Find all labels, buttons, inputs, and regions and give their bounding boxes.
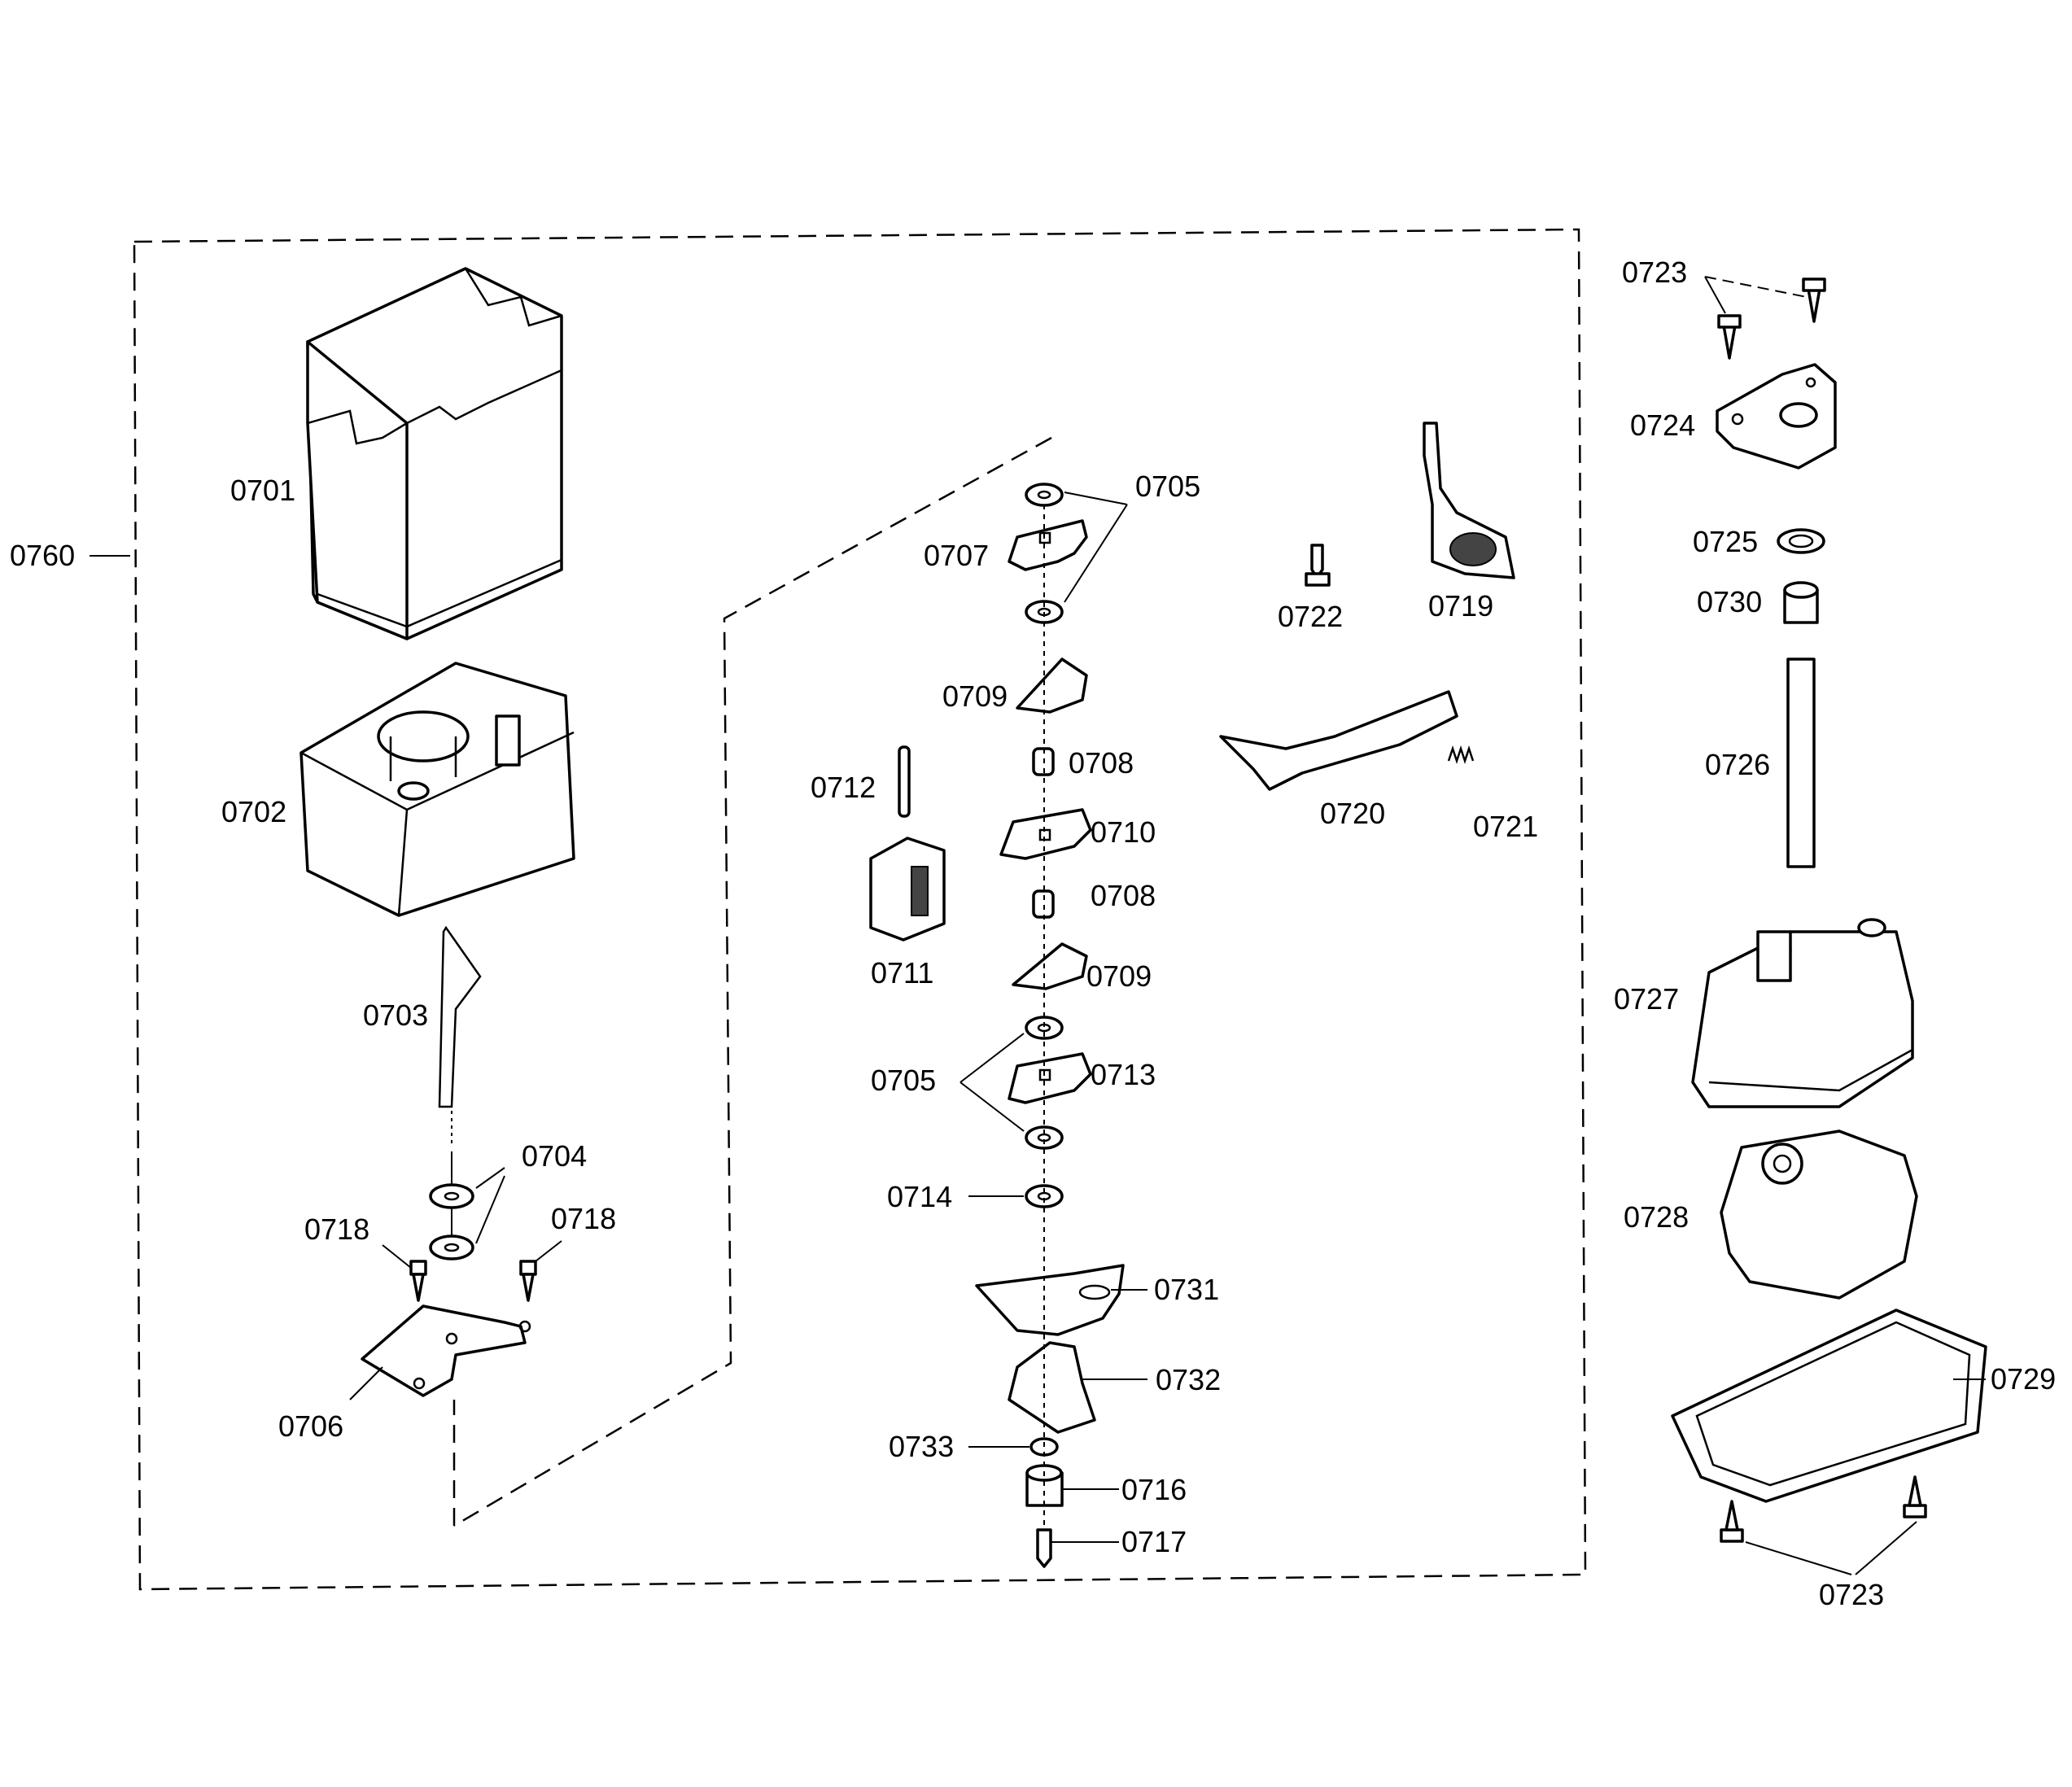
label-0702: 0702 [221, 795, 286, 828]
part-0724-bearing-plate [1716, 363, 1837, 470]
label-0706: 0706 [278, 1409, 343, 1443]
part-0728-motor [1720, 1129, 1918, 1300]
label-0725: 0725 [1693, 525, 1758, 558]
part-0721-spring [1447, 745, 1475, 764]
part-0704-washers [429, 1151, 505, 1261]
label-0710: 0710 [1091, 815, 1156, 849]
part-0708-spacer-b [1032, 889, 1055, 919]
part-0723-screws-bottom [1720, 1475, 1927, 1575]
label-0713: 0713 [1091, 1058, 1156, 1091]
label-0729: 0729 [1991, 1362, 2056, 1396]
part-0703-wire-arm [438, 925, 482, 1147]
part-0717-screw [1036, 1528, 1119, 1568]
label-0705-bottom: 0705 [871, 1064, 936, 1097]
label-0708-top: 0708 [1069, 746, 1134, 780]
label-0731: 0731 [1154, 1273, 1219, 1306]
part-0727-motor-housing [1691, 918, 1914, 1108]
label-0728: 0728 [1624, 1200, 1689, 1234]
label-0719: 0719 [1428, 589, 1493, 623]
label-0703: 0703 [363, 998, 428, 1032]
part-0709-cam-b [1012, 942, 1088, 990]
label-0723-top: 0723 [1622, 256, 1687, 289]
part-0714-washer [968, 1184, 1064, 1208]
label-0718-right: 0718 [551, 1202, 616, 1235]
label-0722: 0722 [1278, 600, 1343, 633]
label-0732: 0732 [1156, 1363, 1221, 1396]
part-0707-cam [1008, 519, 1088, 571]
part-0726-shaft [1786, 658, 1816, 868]
part-0710-cam [999, 808, 1092, 860]
part-0732-blade [1008, 1341, 1147, 1434]
label-0709-bottom: 0709 [1086, 959, 1152, 993]
part-0712-pin [898, 745, 911, 818]
label-0727: 0727 [1614, 982, 1679, 1016]
label-0712: 0712 [811, 771, 876, 804]
label-0733: 0733 [889, 1430, 954, 1463]
label-0717: 0717 [1121, 1525, 1187, 1558]
label-0711: 0711 [871, 956, 933, 990]
part-0701-bucket-cover [306, 267, 563, 640]
part-0722-screw [1305, 544, 1331, 587]
part-0702-ice-tray [299, 662, 575, 917]
part-0730-bushing [1783, 581, 1819, 624]
part-0706-bracket [349, 1304, 531, 1400]
label-0709-top: 0709 [942, 679, 1008, 713]
part-0719-arm [1423, 422, 1515, 579]
part-0729-gasket [1671, 1309, 1987, 1503]
label-0716: 0716 [1121, 1473, 1187, 1506]
part-0716-coupler [1025, 1464, 1119, 1507]
part-0725-ring [1777, 528, 1825, 554]
label-0704: 0704 [522, 1139, 587, 1173]
label-0726: 0726 [1705, 748, 1770, 781]
part-0718-screws [382, 1240, 562, 1302]
label-0720: 0720 [1320, 797, 1385, 830]
label-0721: 0721 [1473, 810, 1538, 843]
inner-perspective-frame [452, 436, 1052, 1527]
label-0724: 0724 [1630, 409, 1695, 442]
part-0709-cam-a [1016, 658, 1088, 714]
label-0701: 0701 [230, 474, 295, 507]
part-0713-cam [1008, 1052, 1092, 1104]
part-0711-block [869, 837, 946, 942]
label-0730: 0730 [1697, 585, 1762, 618]
part-0731-blade [975, 1264, 1147, 1336]
label-0707: 0707 [924, 539, 989, 572]
part-labels: 0760 0701 0702 0703 0704 0718 0718 0706 … [10, 256, 2056, 1611]
assembly-boundary [90, 228, 1587, 1591]
label-0705-top: 0705 [1135, 470, 1200, 503]
label-0723-bottom: 0723 [1819, 1578, 1884, 1611]
label-0718-left: 0718 [304, 1212, 369, 1246]
label-0760: 0760 [10, 539, 75, 572]
part-0720-lever [1219, 690, 1458, 791]
label-0714: 0714 [887, 1180, 952, 1213]
label-0708-bottom: 0708 [1091, 879, 1156, 912]
part-0723-screws-top [1704, 276, 1826, 360]
